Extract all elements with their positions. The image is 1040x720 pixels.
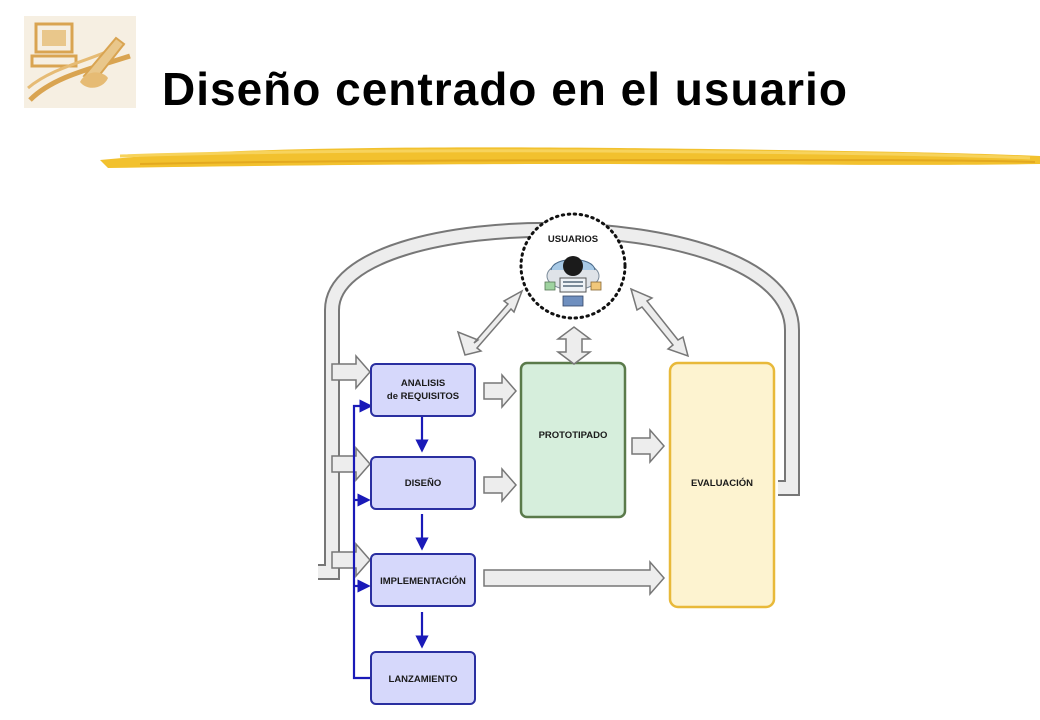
loop-entry-arrow-diseno <box>331 446 371 482</box>
step-lanzamiento-label: LANZAMIENTO <box>389 674 458 685</box>
step-lanzamiento: LANZAMIENTO <box>370 651 476 705</box>
title-underline-stroke <box>100 147 1040 168</box>
arrow-users-evaluacion-bidirectional <box>629 287 690 358</box>
usuarios-node: USUARIOS <box>519 212 627 320</box>
step-analisis-label-line1: ANALISIS <box>401 378 445 389</box>
arrow-implementacion-to-evaluacion <box>483 560 665 596</box>
arrow-users-analisis-bidirectional <box>456 289 524 356</box>
prototipado-box: PROTOTIPADO <box>519 361 627 519</box>
iteration-feedback-line <box>352 399 373 680</box>
prototipado-label: PROTOTIPADO <box>539 430 608 441</box>
arrow-diseno-to-prototipado <box>483 467 517 503</box>
evaluacion-label: EVALUACIÓN <box>691 477 753 489</box>
slide-title: Diseño centrado en el usuario <box>162 63 848 115</box>
user-at-computer-icon <box>544 256 602 307</box>
step-implementacion: IMPLEMENTACIÓN <box>370 553 476 607</box>
step-analisis-requisitos: ANALISIS de REQUISITOS <box>370 363 476 417</box>
computer-and-hand-logo-icon <box>24 16 136 108</box>
usuarios-label: USUARIOS <box>548 234 598 245</box>
loop-entry-arrow-implementacion <box>331 542 371 578</box>
user-centered-design-diagram: ANALISIS de REQUISITOS DISEÑO IMPLEMENTA… <box>318 212 800 705</box>
arrow-analisis-to-prototipado <box>483 373 517 409</box>
arrow-users-prototipado-bidirectional <box>555 326 593 365</box>
step-diseno-label: DISEÑO <box>405 478 441 489</box>
arrow-prototipado-to-evaluacion <box>631 428 665 464</box>
evaluacion-box: EVALUACIÓN <box>668 361 776 609</box>
step-analisis-label-line2: de REQUISITOS <box>387 391 459 402</box>
step-diseno: DISEÑO <box>370 456 476 510</box>
loop-entry-arrow-analisis <box>331 354 371 390</box>
step-implementacion-label: IMPLEMENTACIÓN <box>380 575 466 587</box>
